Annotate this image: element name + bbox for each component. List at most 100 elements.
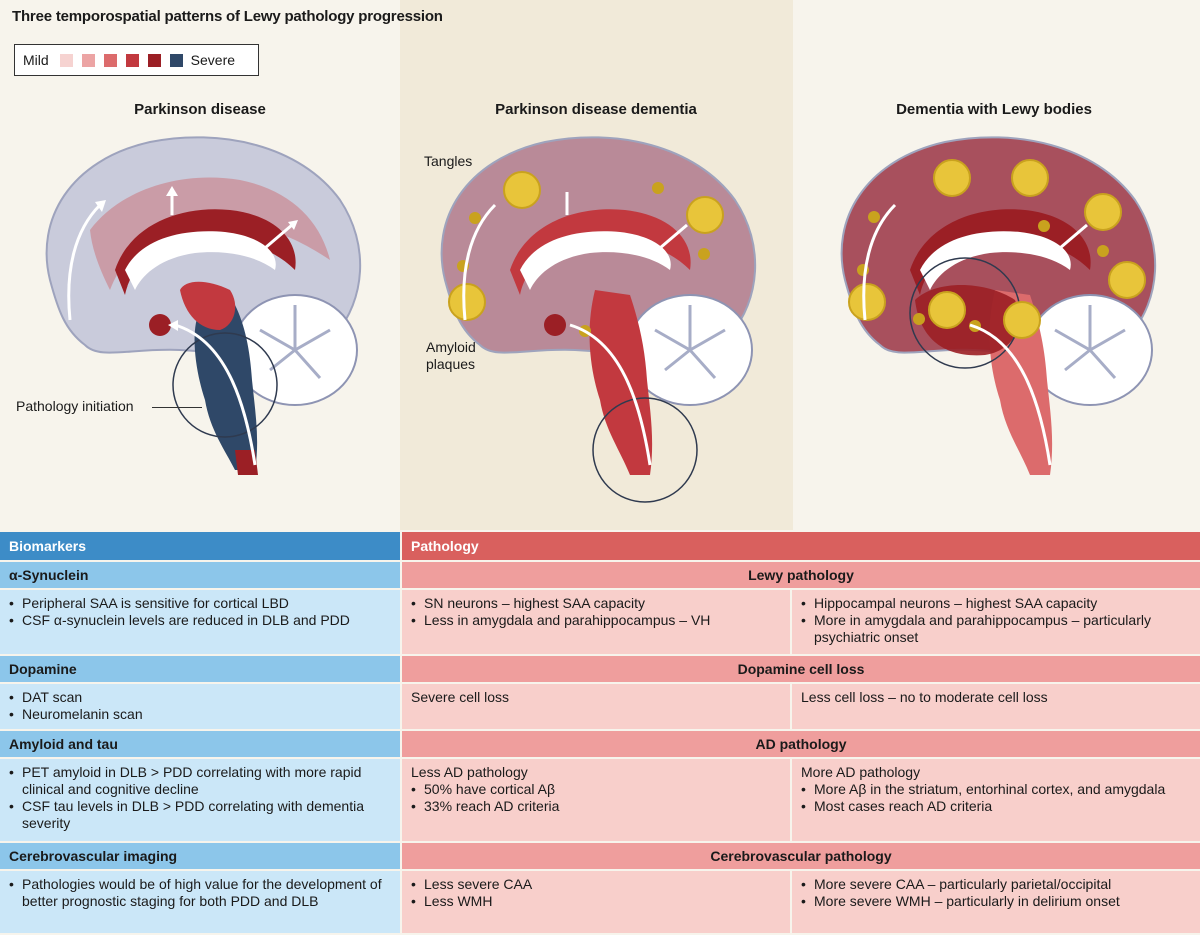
- list-item: PET amyloid in DLB > PDD correlating wit…: [9, 764, 391, 798]
- panel-title-pdd: Parkinson disease dementia: [495, 101, 697, 118]
- header-pathology: Pathology: [402, 532, 1200, 560]
- legend-swatch-6: [169, 53, 183, 67]
- dlb-cell-cerebrovascular: More severe CAA – particularly parietal/…: [792, 871, 1200, 933]
- amygdala-region: [149, 314, 171, 336]
- biomarker-cell-cerebrovascular: Pathologies would be of high value for t…: [0, 871, 400, 933]
- midbrain-region: [180, 281, 236, 330]
- corpus-callosum: [520, 231, 671, 290]
- cell-text: More AD pathology: [801, 764, 921, 780]
- legend-swatch-3: [103, 53, 117, 67]
- amyloid-plaque: [1003, 301, 1041, 339]
- figure-title: Three temporospatial patterns of Lewy pa…: [12, 8, 443, 25]
- spread-arrow-1: [67, 203, 102, 321]
- cerebellum-folia: [259, 305, 331, 379]
- initiation-circle: [172, 332, 278, 438]
- spread-arrow: [569, 323, 652, 466]
- spread-arrowhead-2: [166, 186, 178, 196]
- list-item: Less WMH: [411, 893, 781, 910]
- list-item: 50% have cortical Aβ: [411, 781, 781, 798]
- list-item: SN neurons – highest SAA capacity: [411, 595, 781, 612]
- row-label-synuclein: α-Synuclein: [0, 562, 400, 588]
- amyloid-plaque: [1084, 193, 1122, 231]
- list-item: 33% reach AD criteria: [411, 798, 781, 815]
- panel-title-pd: Parkinson disease: [134, 101, 266, 118]
- row-pathology-lewy: Lewy pathology: [402, 562, 1200, 588]
- list-item: More severe WMH – particularly in deliri…: [801, 893, 1191, 910]
- legend-swatch-1: [59, 53, 73, 67]
- list-item: Neuromelanin scan: [9, 706, 391, 723]
- list-item: CSF α-synuclein levels are reduced in DL…: [9, 612, 391, 629]
- diagram-area: Three temporospatial patterns of Lewy pa…: [12, 0, 1157, 530]
- amyloid-plaque: [448, 283, 486, 321]
- dlb-cell-synuclein: Hippocampal neurons – highest SAA capaci…: [792, 590, 1200, 654]
- row-pathology-ad: AD pathology: [402, 731, 1200, 757]
- pdd-cell-amyloid-tau: Less AD pathology 50% have cortical Aβ 3…: [402, 759, 790, 841]
- spread-arrow: [1059, 223, 1088, 250]
- severity-legend: Mild Severe: [14, 44, 259, 76]
- list-item: Less in amygdala and parahippocampus – V…: [411, 612, 781, 629]
- cingulate-region: [510, 209, 691, 295]
- amyloid-plaque: [933, 159, 971, 197]
- spread-arrow-3: [264, 223, 293, 250]
- list-item: More severe CAA – particularly parietal/…: [801, 876, 1191, 893]
- tau-tangle: [913, 313, 925, 325]
- biomarker-pathology-table: Biomarkers Pathology α-Synuclein Lewy pa…: [0, 532, 1200, 935]
- cerebellum-folia: [1054, 305, 1126, 379]
- tau-tangle: [469, 212, 481, 224]
- legend-mild-label: Mild: [23, 52, 49, 68]
- list-item: Most cases reach AD criteria: [801, 798, 1191, 815]
- header-biomarkers: Biomarkers: [0, 532, 400, 560]
- legend-swatch-4: [125, 53, 139, 67]
- annotation-pathology-initiation: Pathology initiation: [16, 398, 134, 414]
- list-item: Pathologies would be of high value for t…: [9, 876, 391, 910]
- annotation-tangles: Tangles: [424, 153, 473, 169]
- spread-arrow: [969, 323, 1052, 466]
- spread-arrowhead-4: [168, 320, 178, 331]
- row-label-cerebrovascular: Cerebrovascular imaging: [0, 843, 400, 869]
- cingulate-region: [115, 209, 296, 295]
- brainstem: [589, 290, 653, 475]
- biomarker-cell-synuclein: Peripheral SAA is sensitive for cortical…: [0, 590, 400, 654]
- list-item: CSF tau levels in DLB > PDD correlating …: [9, 798, 391, 832]
- spread-arrow: [862, 203, 897, 321]
- annotation-amyloid-plaques: Amyloid plaques: [426, 339, 476, 373]
- amyloid-plaque: [1108, 261, 1146, 299]
- row-pathology-cerebrovascular: Cerebrovascular pathology: [402, 843, 1200, 869]
- spread-arrowhead-1: [95, 200, 106, 212]
- corpus-callosum: [920, 231, 1071, 290]
- cerebellum-folia: [654, 305, 726, 379]
- amyloid-plaque: [848, 283, 886, 321]
- corpus-callosum: [125, 231, 276, 290]
- spread-arrow: [462, 203, 497, 321]
- list-item: Peripheral SAA is sensitive for cortical…: [9, 595, 391, 612]
- tau-tangle: [698, 248, 710, 260]
- tau-tangle: [652, 182, 664, 194]
- list-item: More in amygdala and parahippocampus – p…: [801, 612, 1191, 646]
- cell-text: Less cell loss – no to moderate cell los…: [801, 689, 1048, 705]
- row-label-dopamine: Dopamine: [0, 656, 400, 682]
- biomarker-cell-amyloid-tau: PET amyloid in DLB > PDD correlating wit…: [0, 759, 400, 841]
- pdd-cell-cerebrovascular: Less severe CAA Less WMH: [402, 871, 790, 933]
- initiation-circle: [592, 397, 698, 503]
- cortical-pathology: [90, 177, 330, 290]
- pdd-cell-synuclein: SN neurons – highest SAA capacity Less i…: [402, 590, 790, 654]
- list-item: Less severe CAA: [411, 876, 781, 893]
- biomarker-cell-dopamine: DAT scan Neuromelanin scan: [0, 684, 400, 729]
- row-pathology-dopamine: Dopamine cell loss: [402, 656, 1200, 682]
- cell-text: Severe cell loss: [411, 689, 510, 705]
- list-item: DAT scan: [9, 689, 391, 706]
- pdd-cell-dopamine: Severe cell loss: [402, 684, 790, 729]
- row-label-amyloid-tau: Amyloid and tau: [0, 731, 400, 757]
- spread-arrow-4: [174, 323, 257, 466]
- brain-diagram-pd: [45, 136, 362, 475]
- tau-tangle: [1038, 220, 1050, 232]
- annotation-amyloid-line2: plaques: [426, 356, 476, 372]
- amyloid-plaque: [1011, 159, 1049, 197]
- tau-tangle: [868, 211, 880, 223]
- tau-tangle: [1097, 245, 1109, 257]
- brain-diagram-dlb: [840, 136, 1157, 475]
- spread-arrow: [659, 223, 688, 250]
- amyloid-plaque: [928, 291, 966, 329]
- panel-title-dlb: Dementia with Lewy bodies: [896, 101, 1092, 118]
- legend-swatch-5: [147, 53, 161, 67]
